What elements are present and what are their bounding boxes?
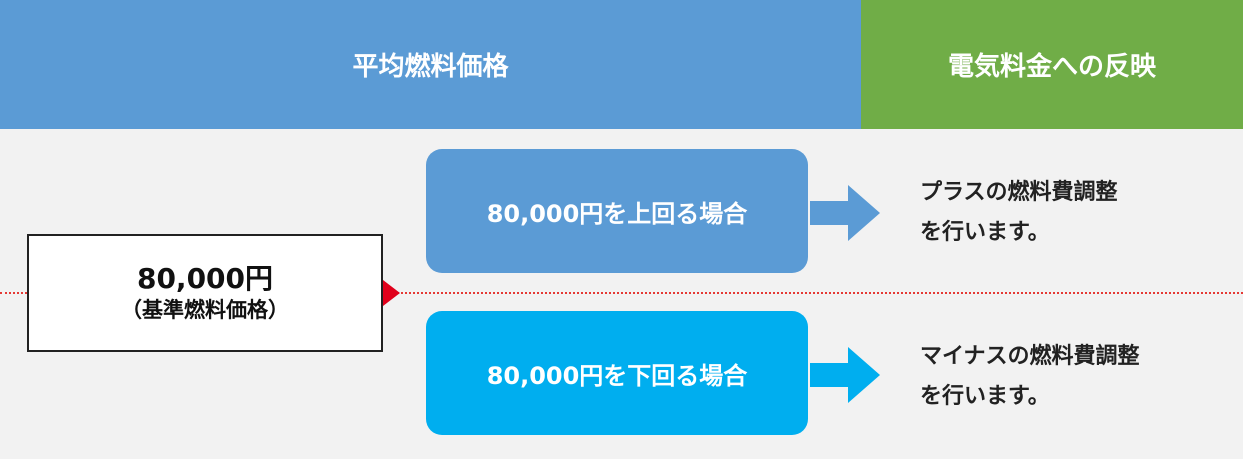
case-above-result-line1: プラスの燃料費調整 [920,180,1118,205]
base-fuel-price-value: 80,000円 [136,262,274,295]
case-below-label: 80,000円を下回る場合 [486,361,748,390]
case-above-result: プラスの燃料費調整 を行います。 [920,173,1220,253]
threshold-marker-icon [383,280,400,306]
case-below-result-line2: を行います。 [920,384,1050,409]
average-fuel-price-header: 平均燃料価格 [0,0,861,129]
case-below-result-line1: マイナスの燃料費調整 [920,344,1140,369]
arrow-right-icon [810,185,880,241]
case-above-label: 80,000円を上回る場合 [486,199,748,228]
arrow-right-icon [810,347,880,403]
base-fuel-price-box: 80,000円 （基準燃料価格） [27,234,383,352]
electricity-rate-reflection-header: 電気料金への反映 [861,0,1243,129]
case-below-result: マイナスの燃料費調整 を行います。 [920,337,1220,417]
average-fuel-price-title: 平均燃料価格 [352,52,509,82]
case-below-box: 80,000円を下回る場合 [426,311,808,435]
threshold-line [0,292,1243,294]
case-above-result-line2: を行います。 [920,220,1050,245]
case-above-box: 80,000円を上回る場合 [426,149,808,273]
base-fuel-price-label: （基準燃料価格） [121,298,289,322]
electricity-rate-reflection-title: 電気料金への反映 [947,52,1156,82]
